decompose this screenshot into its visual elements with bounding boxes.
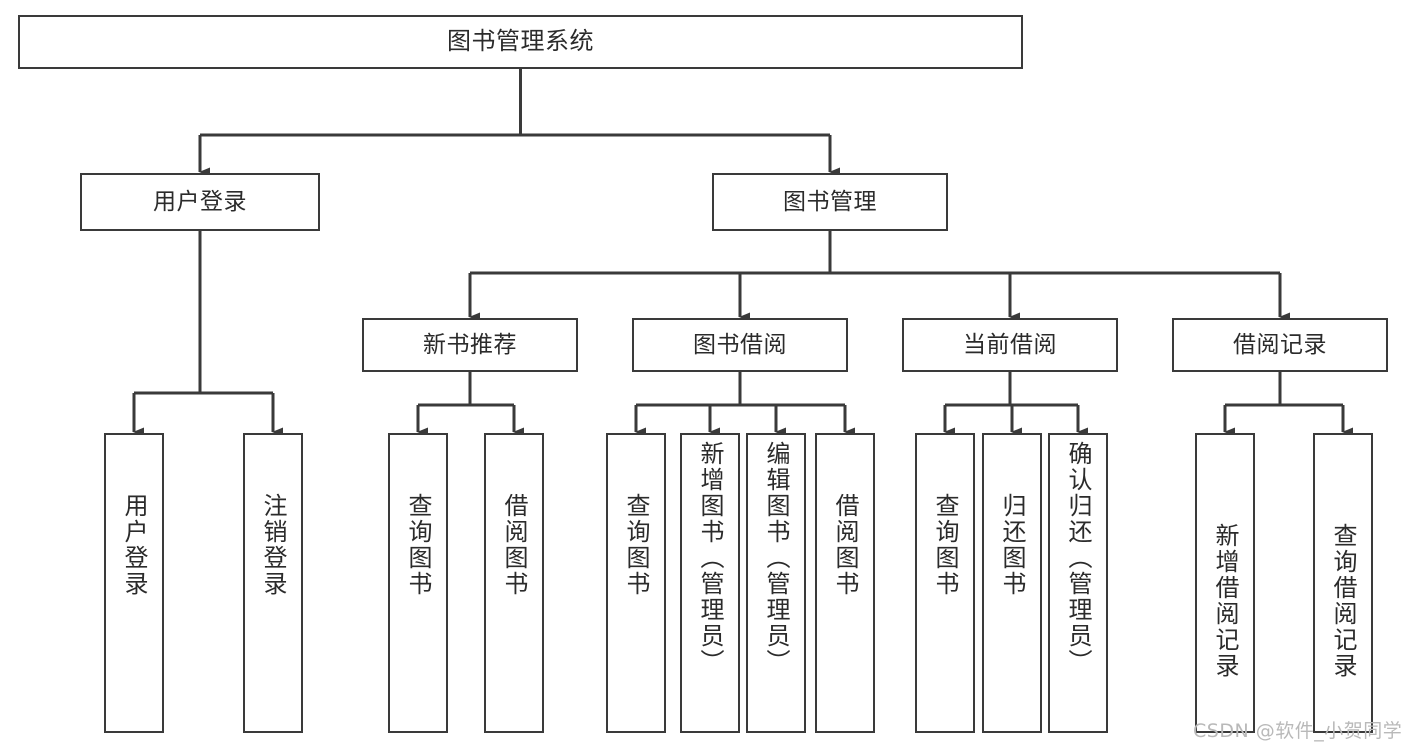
leaf-borrow-edit-book-admin[interactable]: 编辑图书（管理员） (746, 433, 806, 733)
leaf-current-confirm-return-admin[interactable]: 确认归还（管理员） (1048, 433, 1108, 733)
node-label: 新增借阅记录 (1211, 523, 1239, 679)
node-label: 图书借阅 (693, 331, 787, 358)
node-label: 查询图书 (404, 493, 432, 597)
node-label: 归还图书 (998, 493, 1026, 597)
node-user-login[interactable]: 用户登录 (80, 173, 320, 231)
node-borrow-record[interactable]: 借阅记录 (1172, 318, 1388, 372)
node-current-borrow[interactable]: 当前借阅 (902, 318, 1118, 372)
node-label: 图书管理系统 (447, 27, 594, 56)
leaf-current-query-book[interactable]: 查询图书 (915, 433, 975, 733)
leaf-borrow-add-book-admin[interactable]: 新增图书（管理员） (680, 433, 740, 733)
node-label: 注销登录 (259, 493, 287, 597)
leaf-recommend-query-book[interactable]: 查询图书 (388, 433, 448, 733)
node-label: 借阅记录 (1233, 331, 1327, 358)
leaf-record-query-borrow-record[interactable]: 查询借阅记录 (1313, 433, 1373, 733)
leaf-recommend-borrow-book[interactable]: 借阅图书 (484, 433, 544, 733)
node-label: 编辑图书（管理员） (762, 441, 790, 675)
node-label: 用户登录 (153, 188, 247, 215)
node-book-borrow[interactable]: 图书借阅 (632, 318, 848, 372)
node-root-system[interactable]: 图书管理系统 (18, 15, 1023, 69)
node-label: 新增图书（管理员） (696, 441, 724, 675)
node-label: 图书管理 (783, 188, 877, 215)
node-label: 查询图书 (622, 493, 650, 597)
node-label: 当前借阅 (963, 331, 1057, 358)
node-label: 借阅图书 (831, 493, 859, 597)
leaf-user-logout[interactable]: 注销登录 (243, 433, 303, 733)
leaf-record-add-borrow-record[interactable]: 新增借阅记录 (1195, 433, 1255, 733)
leaf-user-login[interactable]: 用户登录 (104, 433, 164, 733)
node-label: 查询图书 (931, 493, 959, 597)
node-label: 确认归还（管理员） (1064, 441, 1092, 675)
node-new-book-recommend[interactable]: 新书推荐 (362, 318, 578, 372)
node-book-manage[interactable]: 图书管理 (712, 173, 948, 231)
node-label: 借阅图书 (500, 493, 528, 597)
node-label: 新书推荐 (423, 331, 517, 358)
leaf-borrow-borrow-book[interactable]: 借阅图书 (815, 433, 875, 733)
node-label: 查询借阅记录 (1329, 523, 1357, 679)
csdn-watermark: CSDN @软件_小贺同学 (1193, 720, 1403, 742)
node-label: 用户登录 (120, 493, 148, 597)
leaf-borrow-query-book[interactable]: 查询图书 (606, 433, 666, 733)
leaf-current-return-book[interactable]: 归还图书 (982, 433, 1042, 733)
